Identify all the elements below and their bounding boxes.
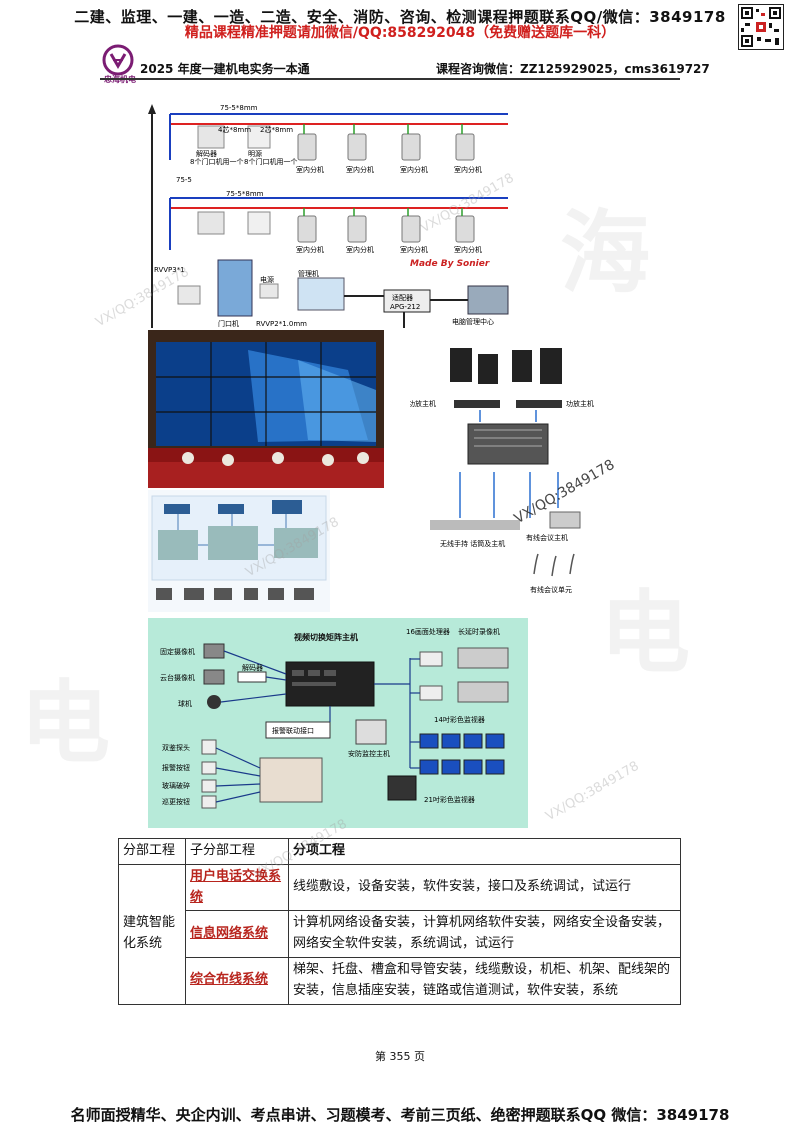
recorder-label: 长延时录像机 [458, 627, 500, 636]
sub-division-cell: 信息网络系统 [185, 910, 289, 958]
table-header: 分项工程 [288, 838, 681, 865]
guard-label: 管理机 [298, 269, 319, 278]
adapter-label: 适配器 [392, 293, 413, 302]
cctv-diagram: 固定摄像机 云台摄像机 球机 解码器 视频切换矩阵主机 16画面处理器 长延时录… [148, 618, 528, 828]
processor-label: 16画面处理器 [406, 627, 450, 636]
detector-label: 双鉴探头 [162, 743, 190, 752]
indoor-label: 室内分机 [400, 245, 428, 254]
intercom-diagram: 75-5*8mm 75-5*8mm 75-5 4芯*8mm 2芯*8mm 解码器… [148, 100, 528, 328]
watermark-glyph: 电 [600, 580, 690, 686]
indoor-label: 室内分机 [400, 165, 428, 174]
table-row: 建筑智能化系统 用户电话交换系统 线缆敷设，设备安装，软件安装，接口及系统调试，… [118, 863, 681, 1005]
rvvp2-label: RVVP2*1.0mm [256, 320, 307, 328]
monitor21-label: 21吋彩色监视器 [424, 795, 475, 804]
indoor-label: 室内分机 [296, 245, 324, 254]
core4-label: 4芯*8mm [218, 125, 251, 134]
header-rule [100, 78, 680, 80]
alarm-iface-label: 报警联动接口 [272, 726, 314, 735]
table-row: 综合布线系统 梯架、托盘、槽盒和导管安装，线缆敷设，机柜、机架、配线架的安装，信… [119, 956, 681, 1005]
monitor14-label: 14吋彩色监视器 [434, 715, 485, 724]
power-label: 电源 [260, 275, 274, 284]
table-row: 信息网络系统 计算机网络设备安装，计算机网络软件安装，网络安全设备安装，网络安全… [119, 910, 681, 958]
matrix-label: 视频切换矩阵主机 [294, 632, 358, 642]
indoor-label: 室内分机 [454, 165, 482, 174]
sub-division-cell: 综合布线系统 [185, 956, 289, 1005]
table-header: 子分部工程 [185, 838, 289, 865]
watermark-glyph: 电 [20, 670, 110, 776]
decoder-label: 解码器 [196, 149, 217, 158]
rvvp-label: RVVP3*1 [154, 266, 185, 274]
patrol-label: 巡更按钮 [162, 797, 190, 806]
cable-top-label: 75-5*8mm [220, 104, 258, 112]
company-logo [102, 44, 134, 76]
division-cell: 建筑智能化系统 [118, 863, 186, 1005]
course-contact: 课程咨询微信：ZZ125929025，cms3619727 [436, 62, 710, 76]
network-diagram [148, 490, 330, 612]
amp1-label: 功放主机 [410, 399, 436, 408]
project-division-table: 分部工程 子分部工程 分项工程 建筑智能化系统 用户电话交换系统 线缆敷设，设备… [118, 838, 681, 1005]
book-title: 2025 年度一建机电实务一本通 [140, 62, 310, 76]
cable-side-label: 75-5 [176, 176, 192, 184]
lightning-label: 明源 [248, 149, 262, 158]
lightning-sub-label: 8个门口机用一个 [244, 157, 297, 166]
table-header: 分部工程 [118, 838, 186, 865]
center-label: 电脑管理中心 [452, 317, 494, 326]
watermark-text: VX/QQ:3849178 [543, 758, 642, 825]
alarm-btn-label: 报警按钮 [162, 763, 190, 772]
host-label: 安防监控主机 [348, 749, 390, 758]
footer-promo: 名师面授精华、央企内训、考点串讲、习题模考、考前三页纸、绝密押题联系QQ 微信：… [70, 1106, 730, 1124]
amp2-label: 功放主机 [566, 399, 594, 408]
core2-label: 2芯*8mm [260, 125, 293, 134]
indoor-label: 室内分机 [454, 245, 482, 254]
items-cell: 梯架、托盘、槽盒和导管安装，线缆敷设，机柜、机架、配线架的安装，信息插座安装，链… [288, 956, 681, 1005]
table-header-row: 分部工程 子分部工程 分项工程 [118, 838, 681, 865]
cable-mid-label: 75-5*8mm [226, 190, 264, 198]
ptz-cam-label: 云台摄像机 [160, 673, 195, 682]
qr-code [738, 4, 784, 50]
decoder-sub-label: 8个门口机用一个 [190, 157, 243, 166]
made-by-label: Made By Sonier [410, 259, 490, 269]
items-cell: 线缆敷设，设备安装，软件安装，接口及系统调试，试运行 [288, 863, 681, 912]
conf-host-label: 有线会议主机 [526, 533, 568, 542]
sub-division-cell: 用户电话交换系统 [185, 863, 289, 912]
glass-label: 玻璃破碎 [162, 781, 190, 790]
fixed-cam-label: 固定摄像机 [160, 647, 195, 656]
page-number: 第 355 页 [375, 1050, 425, 1063]
video-wall-photo [148, 330, 384, 488]
adapter-model-label: APG-212 [390, 303, 420, 311]
dome-label: 球机 [178, 699, 192, 708]
mic-label: 无线手持 话筒及主机 [440, 539, 505, 548]
promo-banner-line1: 二建、监理、一建、一造、二造、安全、消防、咨询、检测课程押题联系QQ/微信：38… [74, 8, 726, 26]
indoor-label: 室内分机 [346, 165, 374, 174]
promo-banner-line2: 精品课程精准押题请加微信/QQ:858292048（免费赠送题库一科） [184, 25, 616, 41]
indoor-label: 室内分机 [346, 245, 374, 254]
conf-unit-label: 有线会议单元 [530, 585, 572, 594]
items-cell: 计算机网络设备安装，计算机网络软件安装，网络安全设备安装，网络安全软件安装，系统… [288, 910, 681, 958]
indoor-label: 室内分机 [296, 165, 324, 174]
door-unit-label: 门口机 [218, 319, 239, 328]
watermark-glyph: 海 [560, 200, 650, 306]
decoder-label: 解码器 [242, 663, 263, 672]
audio-system-diagram: 功放主机 功放主机 无线手持 话筒及主机 有线会议主机 有线会议单元 [408, 340, 610, 598]
